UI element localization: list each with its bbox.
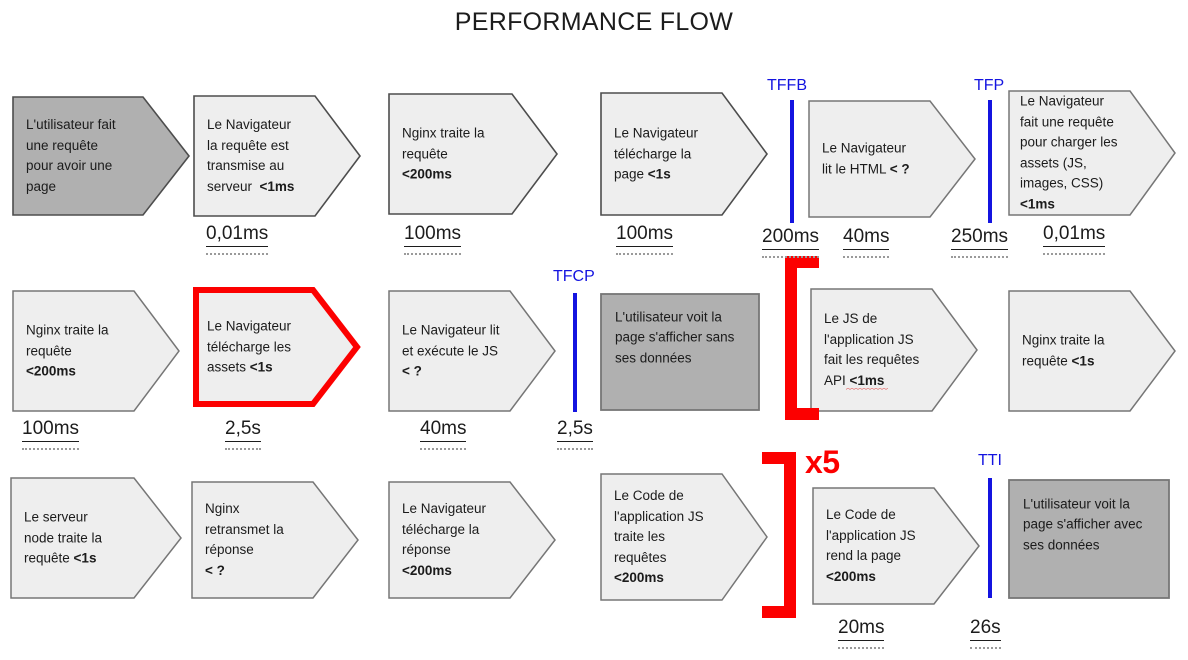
tick-dots	[843, 252, 890, 258]
page-title: PERFORMANCE FLOW	[454, 8, 734, 36]
tick-dots	[404, 249, 462, 255]
repeat-bracket-row3	[762, 452, 796, 618]
tick-0-01ms-row1: 0,01ms	[206, 223, 269, 255]
tick-value: 100ms	[616, 223, 674, 247]
tick-value: 100ms	[404, 223, 462, 247]
marker-label-tfp: TFP	[974, 77, 1005, 94]
marker-line-tti	[988, 478, 992, 598]
marker-label-tfcp: TFCP	[553, 268, 595, 285]
chevron-shape	[808, 100, 976, 218]
marker-line-tfp	[988, 100, 992, 223]
tick-dots	[1043, 249, 1106, 255]
tick-dots	[420, 444, 467, 450]
chevron-shape	[1008, 290, 1176, 412]
tick-dots	[951, 252, 1009, 258]
repeat-bracket-row2	[785, 256, 819, 420]
tick-2-5s-row2-b: 2,5s	[557, 418, 593, 450]
box-shape	[1008, 479, 1170, 599]
marker-line-tffb	[790, 100, 794, 223]
tick-value: 20ms	[838, 617, 885, 641]
spellcheck-underline	[846, 387, 888, 391]
tick-dots	[22, 444, 80, 450]
marker-line-tfcp	[573, 293, 577, 412]
tick-20ms-row3: 20ms	[838, 617, 885, 649]
chevron-shape-highlighted	[193, 287, 361, 407]
chevron-shape	[388, 93, 558, 215]
chevron-shape	[12, 290, 180, 412]
tick-2-5s-row2-a: 2,5s	[225, 418, 261, 450]
tick-0-01ms-row1-b: 0,01ms	[1043, 223, 1106, 255]
chevron-shape	[810, 288, 978, 412]
chevron-shape	[812, 487, 980, 605]
chevron-shape	[600, 92, 768, 216]
tick-dots	[762, 252, 820, 258]
tick-value: 0,01ms	[1043, 223, 1106, 247]
tick-100ms-row1-b: 100ms	[616, 223, 674, 255]
tick-26s-row3: 26s	[970, 617, 1001, 649]
tick-40ms-row2: 40ms	[420, 418, 467, 450]
tick-250ms-row1: 250ms	[951, 226, 1009, 258]
chevron-shape	[388, 290, 556, 412]
tick-200ms-row1: 200ms	[762, 226, 820, 258]
chevron-shape	[193, 95, 361, 217]
repeat-multiplier-label: x5	[805, 444, 840, 480]
chevron-shape	[600, 473, 768, 601]
tick-dots	[225, 444, 261, 450]
tick-100ms-row1-a: 100ms	[404, 223, 462, 255]
tick-40ms-row1: 40ms	[843, 226, 890, 258]
chevron-shape	[191, 481, 359, 599]
tick-dots	[206, 249, 269, 255]
chevron-shape	[1008, 90, 1176, 216]
tick-dots	[970, 643, 1001, 649]
tick-100ms-row2: 100ms	[22, 418, 80, 450]
tick-value: 40ms	[843, 226, 890, 250]
chevron-shape	[12, 96, 191, 216]
tick-value: 200ms	[762, 226, 820, 250]
marker-label-tti: TTI	[978, 452, 1002, 469]
tick-dots	[838, 643, 885, 649]
tick-value: 26s	[970, 617, 1001, 641]
marker-label-tffb: TFFB	[767, 77, 807, 94]
tick-value: 2,5s	[225, 418, 261, 442]
tick-dots	[616, 249, 674, 255]
tick-value: 250ms	[951, 226, 1009, 250]
tick-value: 40ms	[420, 418, 467, 442]
tick-dots	[557, 444, 593, 450]
tick-value: 100ms	[22, 418, 80, 442]
chevron-shape	[10, 477, 182, 599]
box-shape	[600, 293, 760, 411]
tick-value: 0,01ms	[206, 223, 269, 247]
tick-value: 2,5s	[557, 418, 593, 442]
chevron-shape	[388, 481, 556, 599]
